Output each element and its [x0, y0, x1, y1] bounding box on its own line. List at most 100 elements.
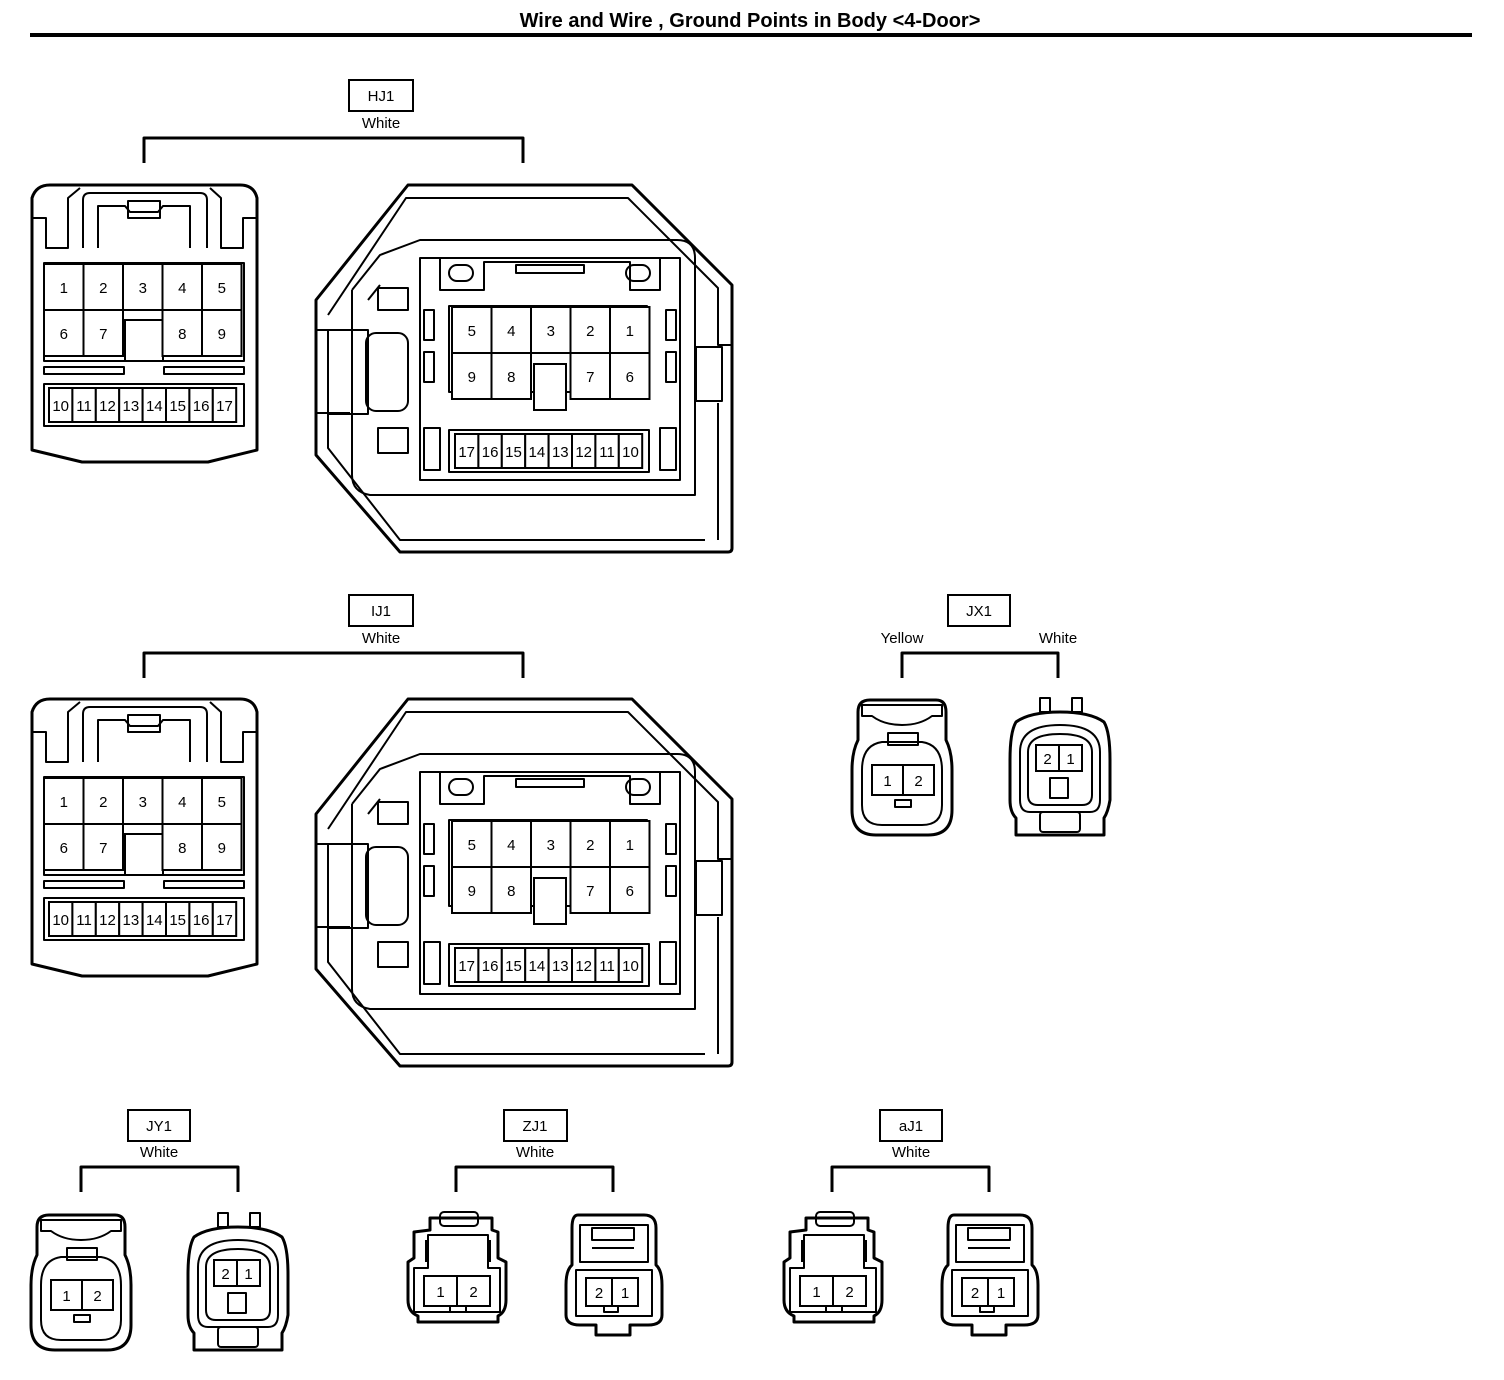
- connector-code: HJ1: [368, 88, 395, 105]
- pin-cell: [43, 309, 85, 357]
- bracket: [900, 651, 1060, 678]
- pin-number: 16: [482, 444, 499, 461]
- pin-number: 17: [216, 398, 233, 415]
- pin-cell: [987, 1277, 1015, 1307]
- diagram-title: Wire and Wire , Ground Points in Body <4…: [520, 10, 981, 32]
- pin-number: 3: [139, 280, 147, 297]
- connector-code-box: [348, 594, 414, 627]
- pin-number: 5: [218, 794, 226, 811]
- connector-color-white: White: [1039, 630, 1077, 647]
- pin-cell: [122, 777, 164, 825]
- pin-number: 3: [547, 837, 555, 854]
- connector-color-yellow: Yellow: [881, 630, 924, 647]
- pin-cell: [456, 1275, 491, 1307]
- pin-number: 5: [218, 280, 226, 297]
- pin-number: 7: [586, 883, 594, 900]
- pin-number: 1: [626, 837, 634, 854]
- pin-cell: [609, 352, 651, 400]
- pin-cell: [50, 1279, 83, 1311]
- connector-code-box: [947, 594, 1011, 627]
- connector-color: White: [516, 1144, 554, 1161]
- pin-cell: [43, 263, 85, 311]
- connector-code: JX1: [966, 603, 992, 620]
- pin-number: 2: [971, 1285, 979, 1302]
- pin-number: 6: [626, 883, 634, 900]
- pin-number: 2: [1043, 751, 1051, 768]
- pin-cell: [43, 777, 85, 825]
- bracket: [454, 1165, 615, 1192]
- pin-number: 15: [505, 958, 522, 975]
- bracket: [142, 136, 525, 163]
- pin-number: 10: [622, 958, 639, 975]
- connector-color: White: [362, 115, 400, 132]
- pin-cell: [611, 1277, 639, 1307]
- connector-code: JY1: [146, 1118, 172, 1135]
- pin-cell: [961, 1277, 989, 1307]
- pin-number: 1: [244, 1266, 252, 1283]
- pin-number: 2: [586, 323, 594, 340]
- pin-number: 9: [468, 883, 476, 900]
- pin-cell: [451, 866, 493, 914]
- pin-cell: [871, 764, 904, 796]
- pin-number: 10: [622, 444, 639, 461]
- pin-cell: [585, 1277, 613, 1307]
- bracket: [830, 1165, 991, 1192]
- connector-code: ZJ1: [522, 1118, 547, 1135]
- pin-cell: [832, 1275, 867, 1307]
- pin-number: 8: [507, 369, 515, 386]
- pin-number: 5: [468, 323, 476, 340]
- pin-number: 1: [436, 1284, 444, 1301]
- pin-number: 1: [626, 323, 634, 340]
- pin-number: 15: [505, 444, 522, 461]
- connector-color: White: [892, 1144, 930, 1161]
- pin-number: 6: [60, 840, 68, 857]
- pin-cell: [82, 823, 124, 871]
- pin-cell: [490, 352, 532, 400]
- pin-cell: [423, 1275, 458, 1307]
- pin-number: 3: [139, 794, 147, 811]
- pin-cell: [1058, 744, 1083, 772]
- pin-cell: [617, 433, 644, 469]
- pin-number: 16: [193, 912, 210, 929]
- pin-number: 11: [76, 398, 92, 415]
- pin-number: 11: [599, 958, 615, 975]
- pin-number: 15: [169, 398, 186, 415]
- pin-number: 10: [52, 912, 69, 929]
- pin-number: 17: [458, 958, 475, 975]
- connector-code-box: [348, 79, 414, 112]
- connector-code-box: [127, 1109, 191, 1142]
- pin-number: 1: [621, 1285, 629, 1302]
- pin-number: 6: [626, 369, 634, 386]
- pin-number: 1: [62, 1288, 70, 1305]
- bracket: [142, 651, 525, 678]
- pin-cell: [236, 1259, 261, 1287]
- pin-number: 1: [812, 1284, 820, 1301]
- pin-number: 1: [60, 280, 68, 297]
- pin-cell: [609, 306, 651, 354]
- pin-number: 4: [507, 323, 515, 340]
- pin-number: 17: [216, 912, 233, 929]
- pin-number: 10: [52, 398, 69, 415]
- pin-number: 11: [76, 912, 92, 929]
- pin-cell: [569, 352, 611, 400]
